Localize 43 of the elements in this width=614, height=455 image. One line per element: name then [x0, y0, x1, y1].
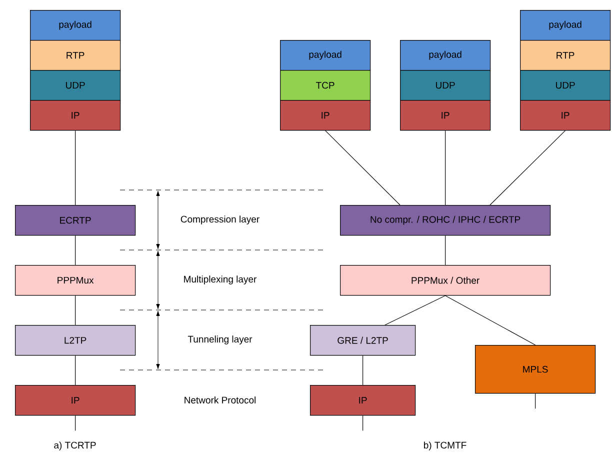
compression-box: No compr. / ROHC / IPHC / ECRTP	[340, 205, 551, 236]
caption: b) TCMTF	[424, 442, 466, 450]
caption: a) TCRTP	[54, 442, 96, 450]
layer-label: Multiplexing layer	[184, 276, 257, 284]
layer-label: Compression layer	[180, 216, 260, 224]
connector-line	[362, 415, 364, 431]
tunneling-box: L2TP	[15, 325, 136, 356]
connector-line	[75, 415, 76, 431]
payload-layer: payload	[30, 10, 121, 41]
connector-line	[445, 295, 536, 346]
payload-layer: payload	[280, 40, 371, 71]
connector-line	[325, 130, 400, 206]
layer-label: Tunneling layer	[188, 336, 252, 344]
protocol-layer: UDP	[30, 70, 121, 101]
connector-line	[384, 295, 446, 326]
protocol-layer: UDP	[400, 70, 491, 101]
connector-line	[75, 355, 76, 386]
protocol-layer: TCP	[280, 70, 371, 101]
network-box: IP	[310, 385, 416, 416]
protocol-layer: IP	[520, 100, 611, 131]
connector-line	[445, 130, 446, 206]
connector-line	[490, 130, 566, 206]
multiplexing-box: PPPMux	[15, 265, 136, 296]
connector-line	[75, 130, 76, 206]
network-box: IP	[15, 385, 136, 416]
connector-line	[445, 235, 446, 266]
layer-label: Network Protocol	[184, 396, 256, 404]
protocol-layer: IP	[30, 100, 121, 131]
protocol-layer: RTP	[520, 40, 611, 71]
payload-layer: payload	[400, 40, 491, 71]
protocol-layer: IP	[400, 100, 491, 131]
protocol-layer: UDP	[520, 70, 611, 101]
connector-line	[75, 295, 76, 326]
tunneling-box: GRE / L2TP	[310, 325, 416, 356]
connector-line	[535, 393, 536, 409]
protocol-layer: RTP	[30, 40, 121, 71]
connector-line	[362, 355, 364, 386]
compression-box: ECRTP	[15, 205, 136, 236]
mpls-box: MPLS	[475, 345, 596, 394]
protocol-layer: IP	[280, 100, 371, 131]
payload-layer: payload	[520, 10, 611, 41]
multiplexing-box: PPPMux / Other	[340, 265, 551, 296]
connector-line	[75, 235, 76, 266]
